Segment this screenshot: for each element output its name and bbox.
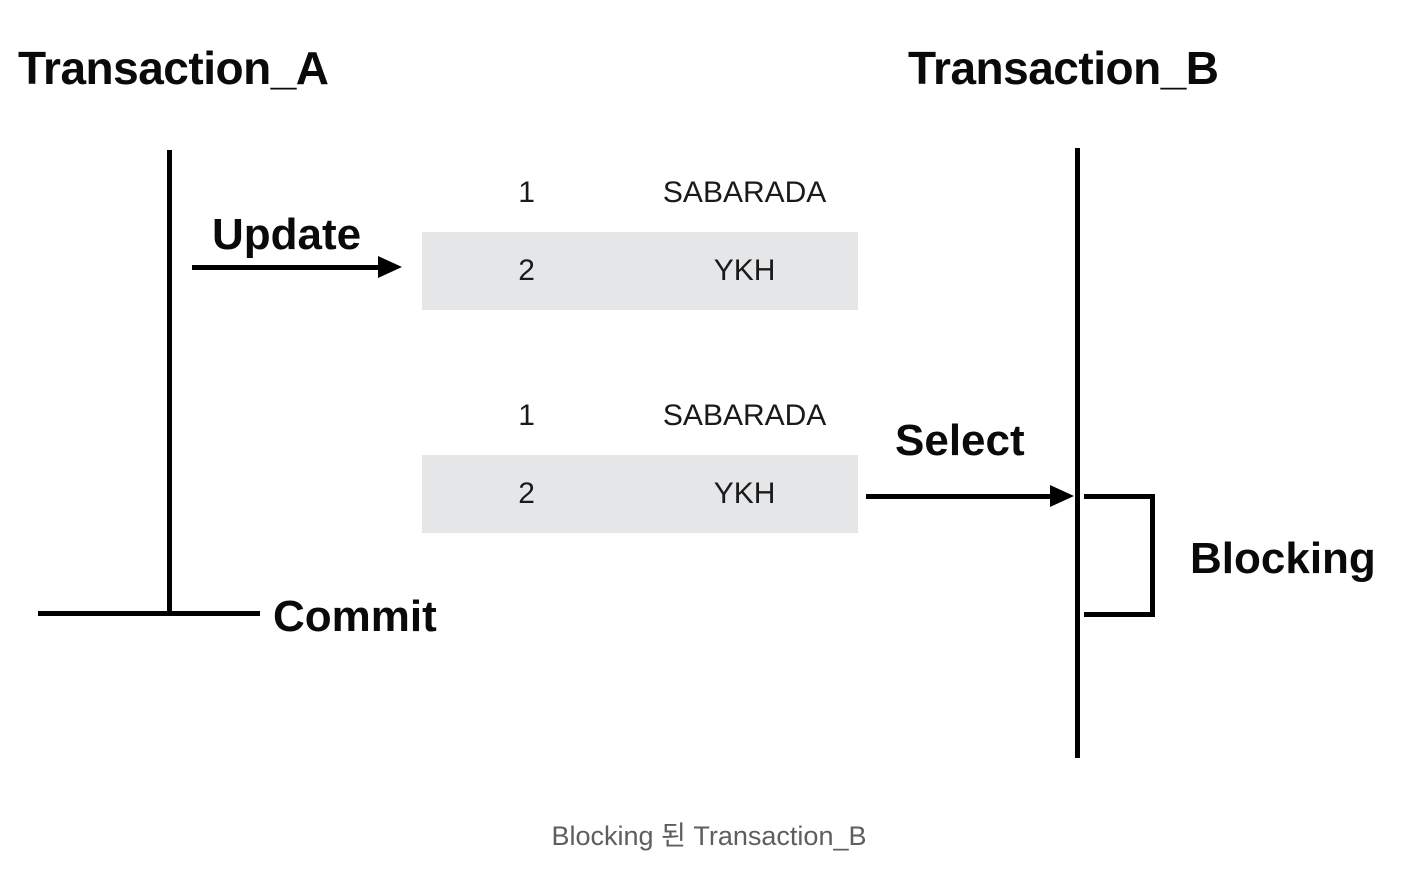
- table-row: 1 SABARADA: [422, 154, 858, 232]
- update-arrow-shaft: [192, 265, 380, 270]
- transaction-a-title: Transaction_A: [18, 42, 329, 94]
- commit-label: Commit: [273, 592, 437, 641]
- table-row: 1 SABARADA: [422, 377, 858, 455]
- table-after-update: 1 SABARADA 2 YKH: [422, 154, 858, 310]
- transaction-a-lifeline: [167, 150, 172, 616]
- update-arrow-head-icon: [378, 256, 402, 278]
- table-row-highlighted: 2 YKH: [422, 232, 858, 310]
- row-value: YKH: [713, 254, 776, 287]
- row-value: SABARADA: [662, 176, 827, 209]
- select-arrow-head-icon: [1050, 485, 1074, 507]
- blocking-bracket: [1084, 494, 1155, 617]
- row-value: SABARADA: [662, 399, 827, 432]
- update-label: Update: [212, 210, 362, 259]
- row-value: YKH: [713, 477, 776, 510]
- row-id: 1: [518, 176, 535, 209]
- figure-caption: Blocking 된 Transaction_B: [551, 821, 867, 851]
- row-id: 2: [518, 477, 535, 510]
- select-label: Select: [895, 416, 1025, 465]
- blocking-label: Blocking: [1190, 534, 1376, 583]
- table-row-highlighted: 2 YKH: [422, 455, 858, 533]
- transaction-b-lifeline: [1075, 148, 1080, 758]
- row-id: 2: [518, 254, 535, 287]
- row-id: 1: [518, 399, 535, 432]
- table-selected: 1 SABARADA 2 YKH: [422, 377, 858, 533]
- select-arrow-shaft: [866, 494, 1052, 499]
- transaction-b-title: Transaction_B: [908, 42, 1219, 94]
- commit-baseline: [38, 611, 260, 616]
